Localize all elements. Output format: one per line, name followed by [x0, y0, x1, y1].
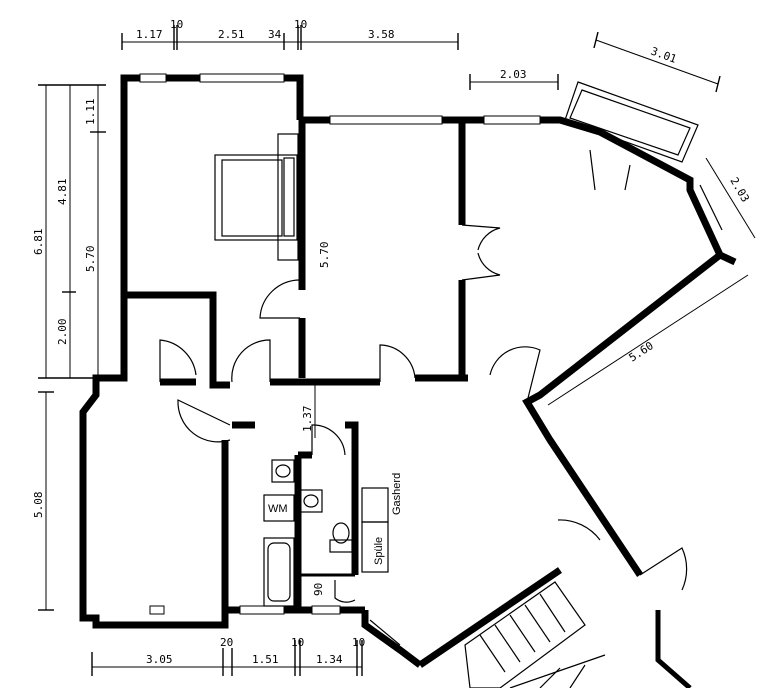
- dim-diagonal-room: 5.60: [627, 339, 656, 364]
- dim-bay-side: 2.03: [727, 175, 752, 204]
- dimension-labels: 1.17 10 2.51 34 10 3.58 3.01 2.03 2.03 6…: [32, 18, 752, 666]
- dim-bottom-3: 1.51: [252, 653, 279, 666]
- dimension-lines: [38, 25, 756, 676]
- dim-hall: 1.37: [301, 406, 314, 433]
- staircase: [464, 581, 692, 688]
- stove: [361, 487, 389, 523]
- dim-top-5: 10: [294, 18, 307, 31]
- balcony: [564, 81, 699, 163]
- bed: [214, 133, 299, 261]
- dim-wc: 90: [312, 583, 325, 596]
- washing-machine-label: WM: [268, 503, 288, 515]
- dim-left-lower-room: 5.08: [32, 492, 45, 519]
- washing-machine: [263, 494, 295, 522]
- dim-left-upper: 4.81: [56, 179, 69, 206]
- walls: [79, 74, 737, 668]
- dim-top-2: 10: [170, 18, 183, 31]
- windows: [139, 73, 723, 646]
- bathroom-fixtures: [263, 459, 389, 607]
- stove-label: Gasherd: [391, 473, 403, 515]
- dim-left-lower: 2.00: [56, 319, 69, 346]
- dim-top-4: 34: [268, 28, 282, 41]
- dim-left-room: 5.70: [84, 246, 97, 273]
- dim-bottom-5: 1.34: [316, 653, 343, 666]
- dim-bottom-6: 10: [352, 636, 365, 649]
- dim-balcony-offset: 2.03: [500, 68, 527, 81]
- doors: [159, 149, 688, 603]
- dim-middle-room: 5.70: [318, 242, 331, 269]
- sink-label: Spüle: [373, 537, 385, 565]
- dim-bottom-2: 20: [220, 636, 233, 649]
- dim-top-3: 2.51: [218, 28, 245, 41]
- dim-top-6: 3.58: [368, 28, 395, 41]
- sink: [361, 521, 389, 573]
- dim-bottom-4: 10: [291, 636, 304, 649]
- dim-bottom-1: 3.05: [146, 653, 173, 666]
- dim-top-1: 1.17: [136, 28, 163, 41]
- dim-balcony-width: 3.01: [649, 45, 678, 66]
- dim-left-total: 6.81: [32, 229, 45, 256]
- dim-left-window: 1.11: [84, 99, 97, 126]
